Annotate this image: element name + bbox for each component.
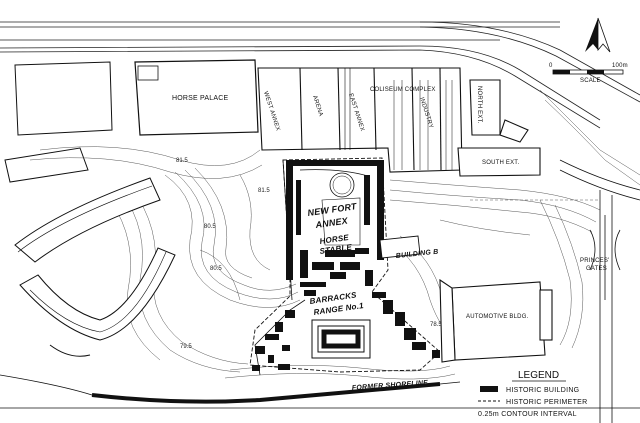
scale-start-label: 0 [549,63,553,69]
central-court-building [311,319,371,359]
fort-outline [254,159,369,376]
horse-stable-label-1: HORSE [319,233,350,246]
right-roads [559,159,640,423]
building-b [379,235,421,259]
princes-gates-label-2: GATES [586,266,607,272]
new-fort-label: NEW FORT [307,201,359,218]
legend: LEGEND HISTORIC BUILDING HISTORIC PERIME… [478,370,588,418]
coliseum-complex [257,67,541,177]
princes-gates-label-1: PRINCES' [580,258,609,264]
scale-bar: 0 100m SCALE [549,63,628,84]
contour-label: 81.5 [258,188,270,194]
princes-gates [589,215,621,300]
contour-label: 81.5 [176,158,188,164]
automotive-bldg-label: AUTOMOTIVE BLDG. [466,314,529,320]
top-roads [0,21,640,129]
shoreline [0,374,640,409]
building-b-label: BUILDING B [395,249,438,260]
horse-palace-label: HORSE PALACE [172,95,228,102]
north-arrow-icon [585,17,611,53]
automotive-bldg [439,278,553,363]
contour-label: 79.5 [180,344,192,350]
contour-label: 78.5 [430,322,442,328]
legend-item-label: HISTORIC PERIMETER [506,399,588,406]
scale-end-label: 100m [612,63,628,69]
legend-title: LEGEND [518,370,559,381]
north-ext-label: NORTH EXT. [476,86,482,124]
historic-building-swatch [480,386,498,392]
horse-palace: HORSE PALACE [134,59,259,136]
legend-item-label: 0.25m CONTOUR INTERVAL [478,411,577,418]
coliseum-complex-label: COLISEUM COMPLEX [370,87,436,93]
south-ext-label: SOUTH EXT. [482,160,519,166]
scale-label: SCALE [580,78,601,84]
legend-item-label: HISTORIC BUILDING [506,387,579,394]
contour-label: 80.5 [210,266,222,272]
historic-buildings [252,160,440,371]
contour-label: 80.5 [204,224,216,230]
curved-ramp [14,177,176,357]
left-building [4,61,113,183]
new-fort-annex-label: ANNEX [314,215,349,230]
